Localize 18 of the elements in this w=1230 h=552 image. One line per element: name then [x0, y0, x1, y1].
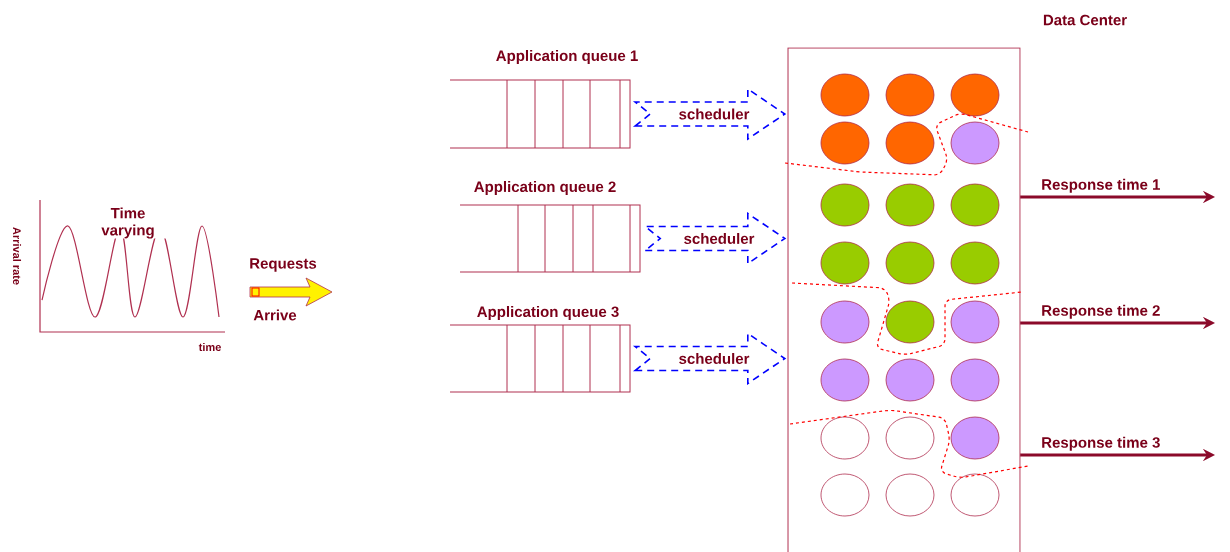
edge-label: scheduler: [677, 352, 751, 365]
chart-annotation: Time varying: [88, 207, 168, 239]
arrow-label: Requests: [250, 258, 317, 272]
edge-label: scheduler: [682, 232, 756, 245]
axis-title: Arrival rate: [12, 227, 22, 285]
box-title: Data Center: [1043, 14, 1127, 26]
block-arrow: [642, 212, 787, 265]
queue-title: Application queue 2: [474, 181, 616, 195]
edge-label: Response time 3: [1042, 436, 1160, 451]
axis-title: time: [198, 342, 221, 352]
queue-title: Application queue 3: [477, 306, 619, 320]
arrow-label: Arrive: [253, 309, 297, 321]
block-arrow: [632, 87, 787, 141]
edge-label: scheduler: [677, 107, 751, 121]
queue-title: Application queue 1: [496, 50, 638, 64]
edge-label: Response time 2: [1042, 304, 1160, 319]
block-arrow: [632, 332, 787, 385]
edge-label: Response time 1: [1042, 178, 1160, 193]
